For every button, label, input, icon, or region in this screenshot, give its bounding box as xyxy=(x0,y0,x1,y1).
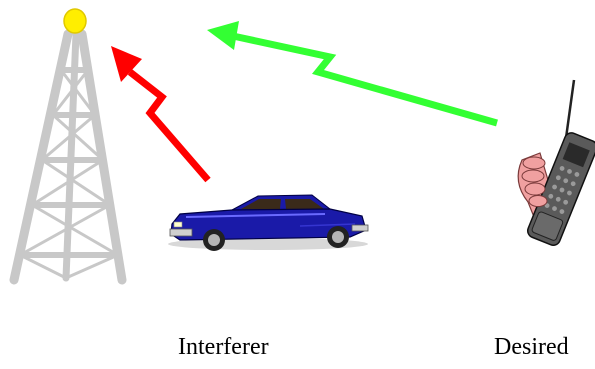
interference-arrow xyxy=(111,46,211,183)
tower-beacon xyxy=(63,8,87,34)
cell-tower-icon xyxy=(9,8,127,285)
interferer-label: Interferer xyxy=(178,334,269,360)
car-icon xyxy=(168,194,369,251)
desired-label: Desired xyxy=(494,334,569,360)
desired-signal-arrow xyxy=(207,21,498,127)
mobile-phone-in-hand-icon xyxy=(517,79,595,247)
